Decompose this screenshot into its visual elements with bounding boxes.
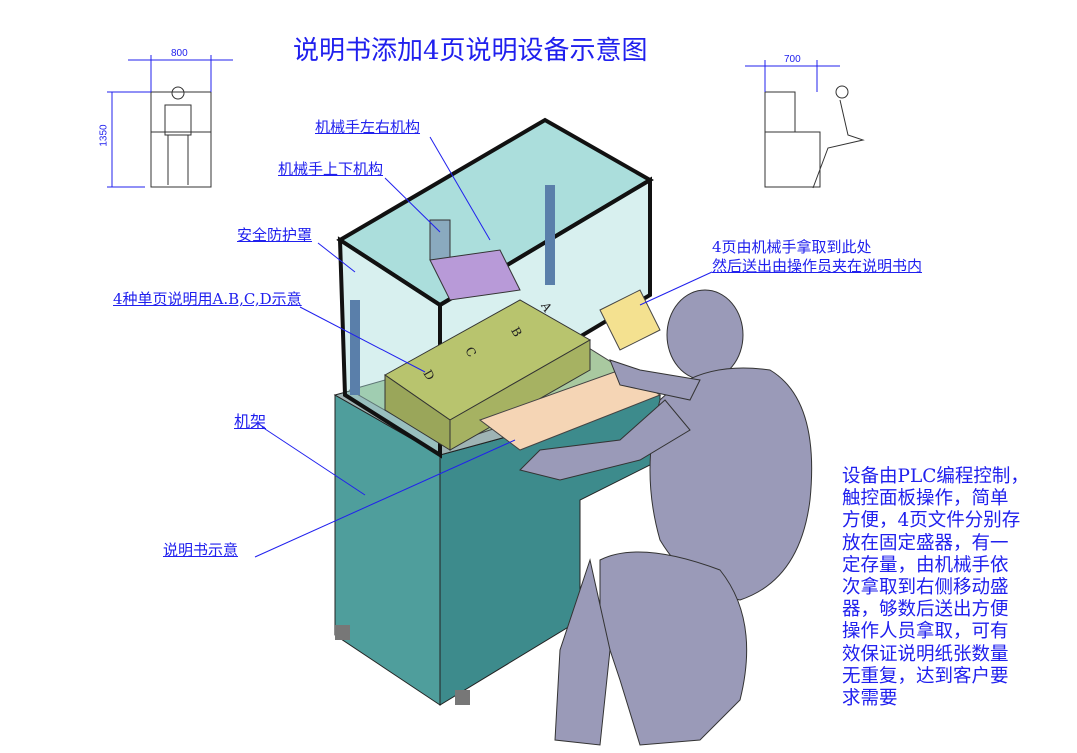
description-line: 触控面板操作，简单 [842, 488, 1009, 510]
label-manual: 说明书示意 [163, 541, 239, 559]
description-line: 操作人员拿取，可有 [842, 621, 1009, 643]
side-dimension-lines [745, 60, 840, 92]
operator-figure [519, 289, 813, 746]
label-pickup-line2: 然后送出由操作员夹在说明书内 [712, 257, 923, 275]
description-line: 效保证说明纸张数量 [842, 643, 1009, 665]
side-view-sketch [764, 85, 865, 189]
description-line: 定存量，由机械手依 [842, 554, 1009, 576]
description-text: 设备由PLC编程控制， 触控面板操作，简单 方便，4页文件分别存 放在固定盛器，… [842, 466, 1062, 710]
leader-lines [254, 136, 713, 558]
machine-frame [333, 117, 662, 706]
page-title: 说明书添加4页说明设备示意图 [293, 36, 648, 66]
label-pickup-line1: 4页由机械手拿取到此处 [712, 238, 872, 256]
label-ud-mechanism: 机械手上下机构 [278, 160, 384, 178]
description-line: 次拿取到右侧移动盛 [842, 577, 1009, 599]
description-line: 求需要 [842, 688, 898, 710]
front-width-dimension: 800 [171, 48, 188, 59]
label-frame: 机架 [234, 412, 267, 431]
front-dimension-lines [107, 55, 233, 188]
description-line: 方便，4页文件分别存 [842, 510, 1021, 532]
label-single-pages: 4种单页说明用A.B,C,D示意 [113, 290, 302, 308]
label-safety-cover: 安全防护罩 [237, 226, 313, 244]
front-height-dimension: 1350 [98, 124, 110, 147]
side-width-dimension: 700 [784, 54, 801, 65]
label-lr-mechanism: 机械手左右机构 [315, 118, 421, 136]
description-line: 器，够数后送出方便 [842, 599, 1009, 621]
description-line: 放在固定盛器，有一 [842, 532, 1009, 554]
description-line: 设备由PLC编程控制， [842, 466, 1029, 487]
front-view-sketch [150, 86, 212, 188]
description-line: 无重复，达到客户要 [842, 665, 1009, 687]
